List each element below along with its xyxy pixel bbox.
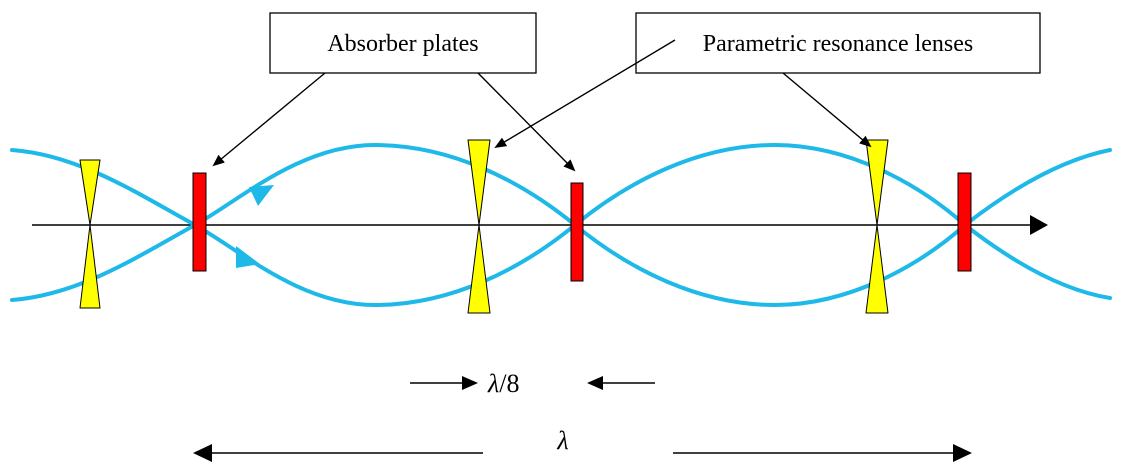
lens-3 bbox=[865, 139, 889, 314]
lens-1 bbox=[79, 159, 101, 309]
beam-direction-arrow-lower bbox=[236, 246, 260, 268]
wavelength-label: λ bbox=[556, 426, 568, 455]
pointer-lens-3 bbox=[782, 72, 872, 148]
parametric-lenses-callout: Parametric resonance lenses bbox=[635, 12, 1041, 74]
eighth-fraction: /8 bbox=[499, 369, 519, 398]
wavelength-dimension: λ bbox=[193, 426, 972, 462]
absorber-plate-2 bbox=[570, 182, 584, 282]
absorber-plates-label: Absorber plates bbox=[327, 31, 478, 57]
callout-pointers bbox=[212, 39, 872, 172]
beam-curve-lower bbox=[10, 222, 1112, 308]
pointer-lens-2 bbox=[494, 39, 676, 149]
eighth-wavelength-dimension: λ/8 bbox=[410, 369, 655, 398]
absorber-plates-callout: Absorber plates bbox=[269, 12, 537, 74]
lens-2 bbox=[467, 139, 491, 314]
absorber-plate-3 bbox=[957, 172, 972, 272]
eighth-wavelength-label: λ/8 bbox=[487, 369, 520, 398]
pointer-absorber-1 bbox=[212, 72, 326, 167]
lambda-symbol-small: λ bbox=[487, 369, 499, 398]
parametric-lenses-label: Parametric resonance lenses bbox=[703, 31, 974, 57]
pointer-absorber-2 bbox=[477, 72, 576, 172]
beam-direction-arrow-upper bbox=[249, 185, 274, 206]
absorber-plate-1 bbox=[192, 172, 207, 272]
